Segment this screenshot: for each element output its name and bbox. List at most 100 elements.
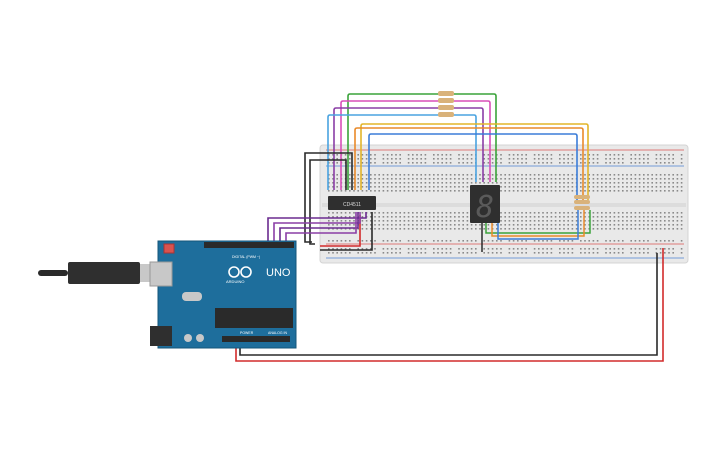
breadboard-hole	[643, 252, 645, 254]
breadboard-hole	[651, 186, 653, 188]
breadboard-hole	[664, 190, 666, 192]
breadboard-hole	[680, 182, 683, 184]
breadboard-hole	[609, 252, 611, 254]
breadboard-hole	[638, 190, 641, 192]
breadboard-hole	[559, 220, 561, 222]
breadboard-hole	[592, 182, 595, 184]
breadboard-hole	[546, 154, 548, 156]
breadboard-hole	[407, 154, 410, 156]
breadboard-hole	[643, 212, 645, 214]
breadboard-hole	[483, 224, 485, 226]
resistor-3	[438, 105, 454, 110]
breadboard-hole	[483, 240, 485, 242]
breadboard-hole	[672, 248, 674, 250]
breadboard-hole	[399, 252, 401, 254]
reset-button[interactable]	[163, 243, 175, 254]
breadboard-hole	[449, 154, 452, 156]
breadboard-hole	[680, 174, 683, 176]
breadboard-hole	[420, 190, 422, 192]
breadboard-hole	[403, 212, 406, 214]
breadboard-hole	[454, 228, 456, 230]
breadboard-hole	[479, 174, 481, 176]
breadboard-hole	[517, 224, 519, 226]
breadboard-hole	[643, 178, 645, 180]
breadboard-hole	[374, 212, 376, 214]
breadboard-hole	[605, 224, 607, 226]
breadboard-hole	[361, 220, 364, 222]
breadboard-hole	[563, 178, 565, 180]
breadboard-hole	[672, 228, 674, 230]
breadboard-hole	[668, 162, 670, 164]
breadboard-hole	[517, 240, 519, 242]
breadboard-hole	[466, 162, 469, 164]
breadboard-hole	[512, 240, 515, 242]
breadboard-hole	[508, 228, 511, 230]
breadboard-hole	[336, 162, 338, 164]
breadboard-hole	[483, 248, 485, 250]
atmega-chip	[215, 308, 293, 328]
breadboard-hole	[630, 178, 632, 180]
bottom-wires	[481, 210, 591, 252]
breadboard-hole	[668, 224, 670, 226]
breadboard-hole	[441, 178, 443, 180]
breadboard-hole	[655, 248, 658, 250]
wire-long-red	[235, 248, 664, 362]
breadboard-hole	[664, 240, 666, 242]
chip-label: CD4511	[343, 202, 361, 208]
breadboard-hole	[571, 162, 574, 164]
breadboard-hole	[617, 190, 620, 192]
digital-header	[204, 242, 294, 248]
breadboard-hole	[517, 174, 519, 176]
breadboard-hole	[609, 224, 611, 226]
breadboard-hole	[550, 224, 553, 226]
breadboard-hole	[458, 240, 460, 242]
breadboard-hole	[592, 186, 595, 188]
breadboard-hole	[664, 162, 666, 164]
breadboard-hole	[437, 228, 439, 230]
breadboard-hole	[609, 182, 611, 184]
breadboard-hole	[596, 162, 599, 164]
breadboard-hole	[643, 228, 645, 230]
breadboard-hole	[487, 248, 490, 250]
breadboard-hole	[365, 252, 368, 254]
breadboard-hole	[370, 212, 372, 214]
breadboard-hole	[521, 182, 523, 184]
breadboard-hole	[336, 216, 338, 218]
breadboard-hole	[374, 190, 376, 192]
breadboard-hole	[529, 186, 532, 188]
breadboard-hole	[475, 182, 477, 184]
breadboard-hole	[533, 158, 536, 160]
breadboard-hole	[483, 178, 485, 180]
breadboard-hole	[412, 220, 414, 222]
breadboard-hole	[449, 240, 452, 242]
breadboard-hole	[336, 186, 338, 188]
breadboard-hole	[433, 182, 435, 184]
breadboard-hole	[517, 178, 519, 180]
breadboard-hole	[517, 186, 519, 188]
breadboard-hole	[672, 182, 674, 184]
breadboard-hole	[483, 228, 485, 230]
breadboard-hole	[668, 186, 670, 188]
breadboard-hole	[462, 178, 464, 180]
breadboard-hole	[340, 216, 343, 218]
breadboard-hole	[386, 186, 389, 188]
breadboard-hole	[437, 174, 439, 176]
breadboard-hole	[357, 186, 359, 188]
breadboard-hole	[483, 174, 485, 176]
breadboard-hole	[609, 190, 611, 192]
breadboard-hole	[550, 220, 553, 222]
breadboard-hole	[462, 216, 464, 218]
breadboard-hole	[500, 252, 502, 254]
breadboard-hole	[651, 228, 653, 230]
breadboard-hole	[580, 154, 582, 156]
breadboard-hole	[538, 182, 540, 184]
breadboard-hole	[643, 186, 645, 188]
breadboard-hole	[370, 240, 372, 242]
breadboard-hole	[512, 186, 515, 188]
breadboard-hole	[458, 162, 460, 164]
breadboard-hole	[525, 240, 527, 242]
breadboard-hole	[382, 248, 385, 250]
breadboard-hole	[538, 212, 540, 214]
breadboard-hole	[546, 162, 548, 164]
breadboard-hole	[659, 154, 662, 156]
